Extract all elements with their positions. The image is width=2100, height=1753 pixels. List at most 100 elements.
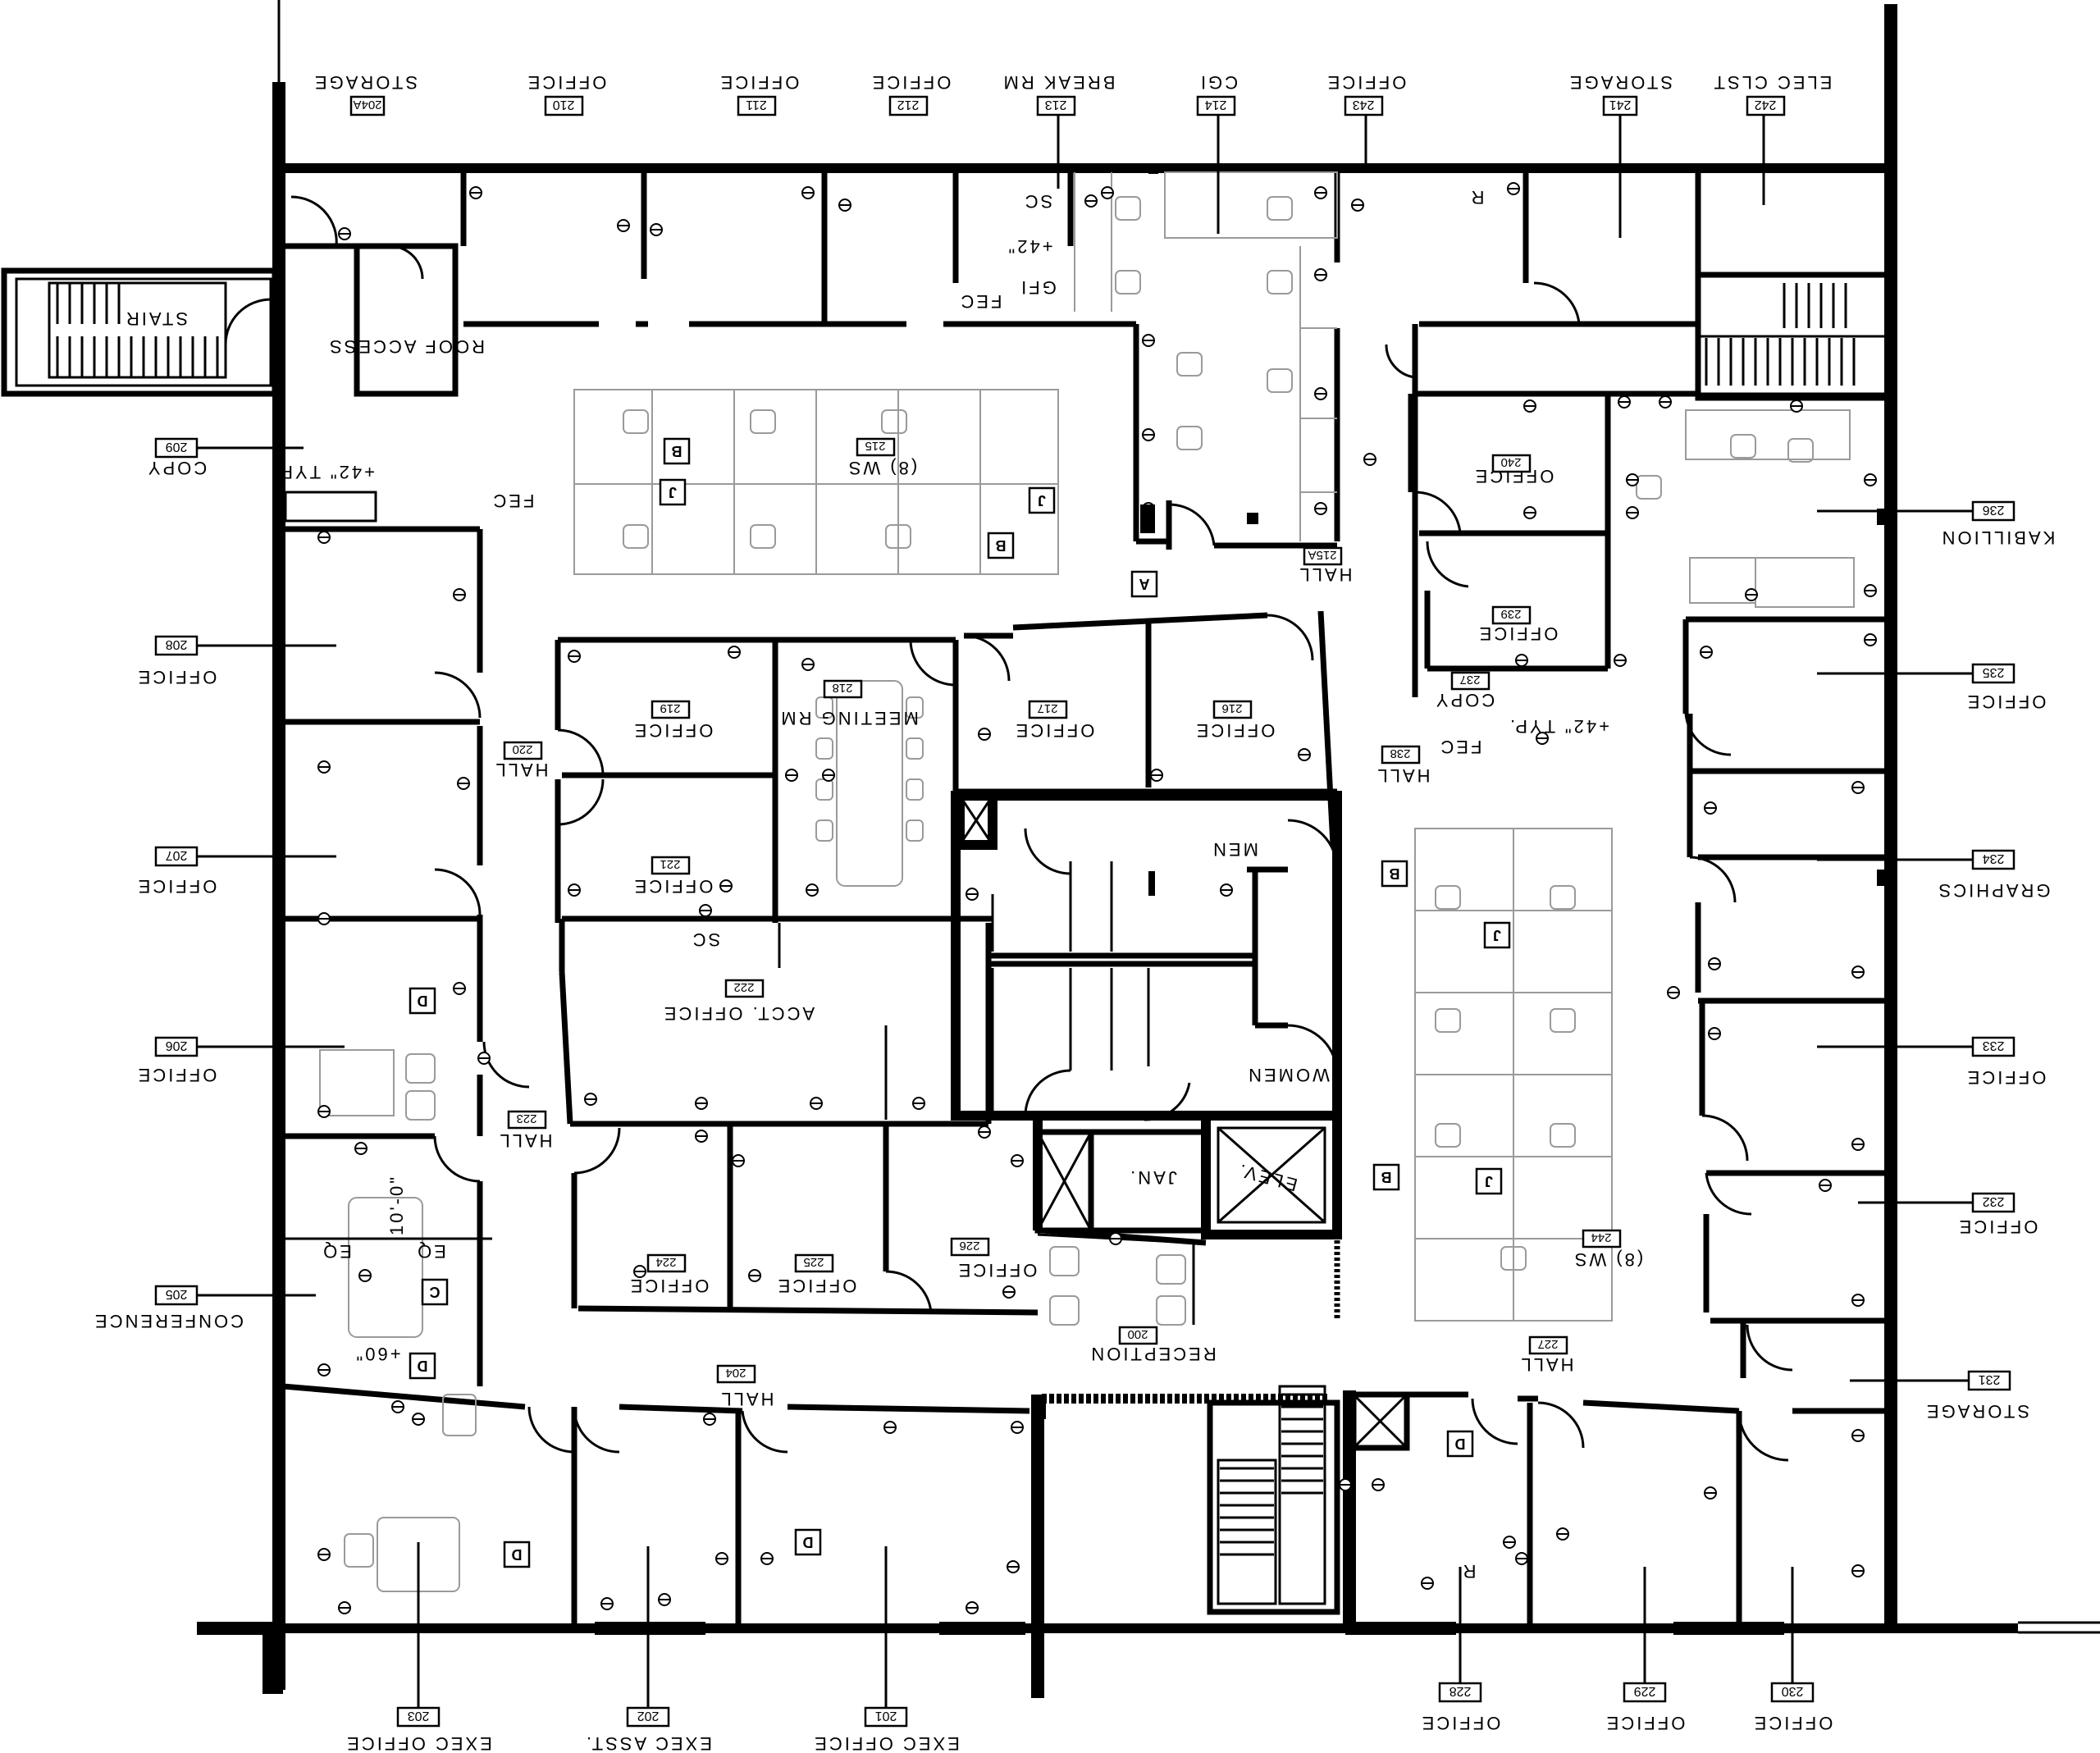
svg-text:EXEC ASST.: EXEC ASST. [584, 1733, 712, 1753]
svg-text:OFFICE: OFFICE [136, 1065, 217, 1085]
svg-text:225: 225 [803, 1255, 824, 1269]
svg-text:MEETING RM.: MEETING RM. [771, 708, 919, 728]
dim-label: 10'-0" [386, 1175, 407, 1235]
symbol-d: D [1455, 1436, 1466, 1452]
svg-text:OFFICE: OFFICE [526, 72, 607, 93]
room-209: COPY 209 [146, 437, 304, 478]
svg-text:215A: 215A [1308, 548, 1336, 562]
room-229: OFFICE 229 [1605, 1567, 1686, 1733]
svg-text:OFFICE: OFFICE [136, 667, 217, 687]
svg-text:239: 239 [1500, 607, 1521, 621]
label-244: (8) WS 244 [1573, 1229, 1643, 1270]
svg-text:HALL: HALL [497, 1130, 552, 1151]
room-236: KABILLION 236 [1817, 500, 2056, 548]
label-216: OFFICE 216 [1194, 700, 1275, 741]
svg-text:241: 241 [1609, 98, 1632, 112]
typ42-label-2: +42" TYP. [1508, 716, 1609, 737]
svg-text:242: 242 [1755, 98, 1777, 112]
svg-text:229: 229 [1634, 1684, 1656, 1698]
callout-symbols: A B B B B C D D D D D J J J J [409, 437, 1511, 1568]
svg-text:220: 220 [512, 742, 532, 756]
svg-text:OFFICE: OFFICE [956, 1260, 1038, 1281]
svg-text:205: 205 [166, 1287, 188, 1301]
room-230: OFFICE 230 [1752, 1567, 1833, 1733]
room-241: STORAGE 241 [1568, 72, 1673, 238]
label-227: HALL 227 [1518, 1335, 1574, 1375]
svg-text:237: 237 [1459, 673, 1480, 687]
svg-text:230: 230 [1782, 1684, 1804, 1698]
room-206: OFFICE 206 [136, 1036, 345, 1085]
svg-text:EXEC OFFICE: EXEC OFFICE [812, 1733, 960, 1753]
label-220: HALL 220 [493, 741, 549, 780]
svg-text:HALL: HALL [1297, 564, 1352, 585]
svg-text:OFFICE: OFFICE [719, 72, 800, 93]
svg-text:243: 243 [1353, 98, 1375, 112]
room-207: OFFICE 207 [136, 846, 336, 897]
sc-label: SC [1023, 191, 1053, 212]
svg-text:OFFICE: OFFICE [1014, 720, 1095, 741]
label-226: OFFICE 226 [950, 1237, 1038, 1281]
svg-text:203: 203 [408, 1709, 430, 1723]
svg-text:KABILLION: KABILLION [1940, 527, 2056, 548]
svg-text:218: 218 [832, 681, 852, 695]
svg-text:CONFERENCE: CONFERENCE [93, 1311, 244, 1331]
svg-text:HALL: HALL [1518, 1354, 1573, 1375]
svg-text:EXEC OFFICE: EXEC OFFICE [345, 1733, 492, 1753]
svg-text:COPY: COPY [146, 458, 207, 478]
svg-text:207: 207 [166, 848, 188, 862]
svg-text:234: 234 [1983, 851, 2005, 865]
svg-text:228: 228 [1449, 1684, 1472, 1698]
svg-text:OFFICE: OFFICE [1605, 1713, 1686, 1733]
room-234: GRAPHICS 234 [1817, 849, 2051, 901]
stair-left: STAIR [1, 267, 278, 397]
svg-text:211: 211 [746, 98, 767, 112]
label-217: OFFICE 217 [1014, 700, 1095, 741]
column-markers [1038, 164, 1892, 1419]
fec-label-2: FEC [959, 291, 1002, 312]
svg-text:OFFICE: OFFICE [1965, 692, 2047, 712]
room-214: CGI 214 [1196, 72, 1238, 234]
fec-label-3: FEC [1439, 737, 1482, 757]
label-240: OFFICE 240 [1473, 454, 1554, 486]
svg-text:COPY: COPY [1434, 690, 1495, 710]
eq-label-1: EQ [321, 1241, 352, 1262]
fec-label-1: FEC [491, 491, 535, 511]
svg-text:221: 221 [660, 857, 680, 871]
typ42-label: +42" TYP. [273, 462, 375, 482]
svg-text:BREAK RM: BREAK RM [1002, 72, 1116, 93]
svg-text:RECEPTION: RECEPTION [1089, 1344, 1216, 1364]
interior-labels: (8) WS 215 OFFICE 219 MEETING RM. 218 OF… [493, 437, 1643, 1409]
svg-text:GRAPHICS: GRAPHICS [1937, 880, 2051, 901]
stair-right [1695, 272, 1894, 401]
fixture-labels: MEN WOMEN JAN. ELEV. FEC FEC FEC +42" TY… [273, 187, 1609, 1582]
svg-text:(8) WS: (8) WS [1573, 1249, 1643, 1270]
symbol-j: J [1485, 1173, 1493, 1189]
svg-text:HALL: HALL [719, 1389, 774, 1409]
room-242: ELEC CLST 242 [1712, 72, 1832, 205]
label-204: HALL 204 [716, 1364, 774, 1409]
svg-text:OFFICE: OFFICE [632, 720, 714, 741]
symbol-a: A [1139, 576, 1150, 592]
label-219: OFFICE 219 [632, 700, 714, 741]
symbol-d: D [418, 993, 428, 1009]
room-228: OFFICE 228 [1420, 1567, 1500, 1733]
r-label-2: R [1469, 187, 1485, 208]
room-212: OFFICE 212 [870, 72, 951, 116]
symbol-b: B [1381, 1169, 1392, 1185]
stair-label: STAIR [124, 308, 188, 329]
roof-access-label: ROOF ACCESS [327, 336, 485, 357]
label-237: COPY 237 [1434, 671, 1495, 710]
label-224: OFFICE 224 [628, 1253, 709, 1296]
svg-text:238: 238 [1390, 746, 1410, 760]
svg-text:OFFICE: OFFICE [1957, 1217, 2038, 1237]
roof-access: ROOF ACCESS [327, 243, 485, 397]
room-203: EXEC OFFICE 203 [345, 1542, 492, 1753]
label-225: OFFICE 225 [776, 1253, 856, 1296]
svg-text:219: 219 [660, 701, 680, 715]
svg-text:212: 212 [897, 98, 920, 112]
svg-text:OFFICE: OFFICE [1477, 623, 1559, 644]
room-211: OFFICE 211 [719, 72, 800, 116]
symbol-j: J [1493, 927, 1501, 943]
women-label: WOMEN [1246, 1065, 1330, 1085]
